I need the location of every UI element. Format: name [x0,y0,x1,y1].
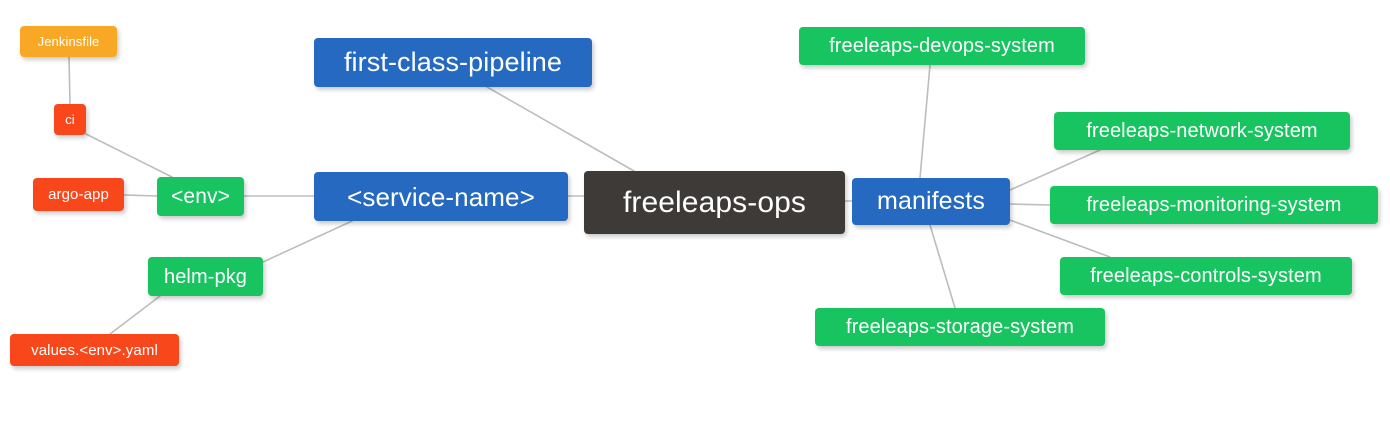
node-label-env: <env> [171,185,230,208]
node-label-freeleaps-ops: freeleaps-ops [622,185,807,219]
node-freeleaps-network-system[interactable]: freeleaps-network-system [1054,112,1350,150]
node-label-freeleaps-storage-system: freeleaps-storage-system [845,316,1075,338]
node-label-values-env-yaml: values.<env>.yaml [31,341,158,359]
node-label-service-name: <service-name> [347,181,535,212]
node-freeleaps-devops-system[interactable]: freeleaps-devops-system [799,27,1085,65]
node-env[interactable]: <env> [157,177,244,216]
edge-service-name-to-helm-pkg [262,220,353,263]
node-label-freeleaps-devops-system: freeleaps-devops-system [829,35,1055,57]
edge-helm-pkg-to-values-env-yaml [109,295,161,335]
node-first-class-pipeline[interactable]: first-class-pipeline [314,38,592,87]
node-label-jenkinsfile: Jenkinsfile [37,34,100,49]
edge-argo-app-to-env [123,194,158,197]
edge-manifests-to-freeleaps-monitoring-system [1009,203,1051,206]
node-label-ci: ci [65,112,75,127]
node-label-freeleaps-controls-system: freeleaps-controls-system [1090,265,1322,287]
node-label-manifests: manifests [877,187,985,215]
node-freeleaps-monitoring-system[interactable]: freeleaps-monitoring-system [1050,186,1378,224]
node-freeleaps-storage-system[interactable]: freeleaps-storage-system [815,308,1105,346]
edge-manifests-to-freeleaps-controls-system [1009,219,1111,258]
edge-first-class-pipeline-to-freeleaps-ops [486,86,635,172]
node-values-env-yaml[interactable]: values.<env>.yaml [10,334,179,366]
node-label-argo-app: argo-app [48,186,109,203]
node-manifests[interactable]: manifests [852,178,1010,225]
edge-manifests-to-freeleaps-network-system [1009,149,1101,191]
node-freeleaps-ops[interactable]: freeleaps-ops [584,171,845,234]
node-label-first-class-pipeline: first-class-pipeline [343,47,563,77]
edge-manifests-to-freeleaps-storage-system [929,224,956,309]
edge-manifests-to-freeleaps-devops-system [919,64,931,179]
node-helm-pkg[interactable]: helm-pkg [148,257,263,296]
node-label-helm-pkg: helm-pkg [163,265,248,288]
node-label-freeleaps-monitoring-system: freeleaps-monitoring-system [1086,194,1342,216]
edge-ci-to-env [85,133,173,178]
node-argo-app[interactable]: argo-app [33,178,124,211]
edge-jenkinsfile-to-ci [68,56,71,105]
node-ci[interactable]: ci [54,104,86,135]
node-jenkinsfile[interactable]: Jenkinsfile [20,26,117,57]
node-service-name[interactable]: <service-name> [314,172,568,221]
node-label-freeleaps-network-system: freeleaps-network-system [1086,120,1318,142]
node-freeleaps-controls-system[interactable]: freeleaps-controls-system [1060,257,1352,295]
